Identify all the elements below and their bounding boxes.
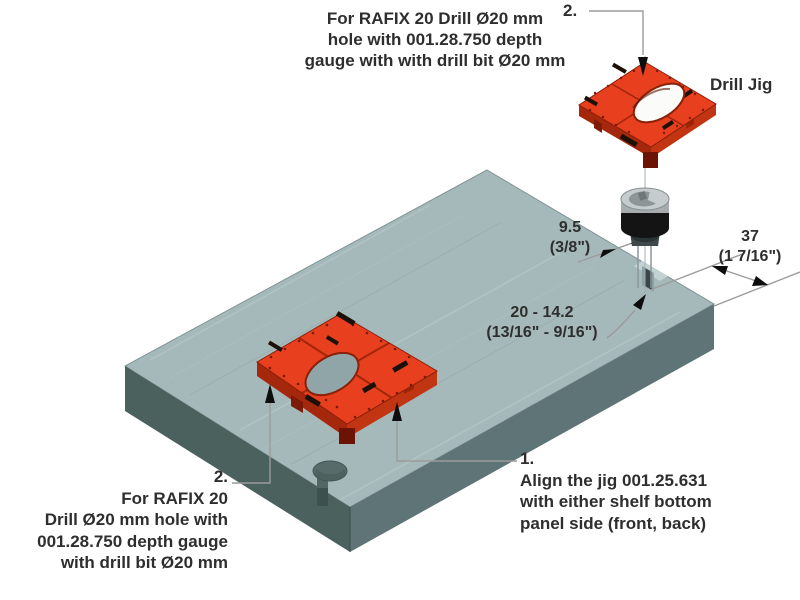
jig-foot	[339, 428, 355, 444]
step-number-top: 2.	[563, 1, 578, 20]
step2-line1: For RAFIX 20	[121, 488, 228, 508]
rafix-connector	[620, 187, 670, 288]
callout-line-step2-top	[589, 10, 644, 55]
step1-line2: with either shelf bottom	[520, 492, 712, 511]
dimension-depth-range-imperial: (13/16" - 9/16")	[486, 324, 598, 341]
step2-line2: Drill Ø20 mm hole with	[44, 510, 228, 529]
dimension-edge-offset: 9.5 (3/8")	[518, 218, 622, 258]
arrowhead-step2-bottom	[265, 384, 275, 403]
step2-number: 2.	[213, 467, 228, 486]
arrowhead-37-right	[752, 276, 768, 286]
jig-engravings	[267, 311, 409, 407]
step1-line1: Align the jig 001.25.631	[520, 470, 708, 490]
jig-border-dots	[588, 69, 705, 135]
callout-line-step2-bottom	[232, 400, 271, 484]
dimension-corner-distance-imperial: (1 7/16")	[718, 248, 782, 265]
step1-number: 1.	[520, 449, 535, 468]
arrowhead-9-5-left	[600, 249, 616, 258]
panel-keyhole	[312, 460, 348, 506]
arrowhead-depth-range	[633, 294, 646, 310]
dimension-corner-distance-metric: 37	[741, 228, 759, 245]
jig-border-dots	[268, 323, 427, 419]
drill-jig-on-panel	[256, 311, 438, 444]
arrowhead-37-left	[712, 266, 728, 275]
instruction-top-line1: For RAFIX 20 Drill Ø20 mm	[326, 9, 544, 28]
dimension-edge-offset-metric: 9.5	[558, 219, 582, 236]
step1-line3: panel side (front, back)	[520, 513, 707, 533]
instruction-top-note: For RAFIX 20 Drill Ø20 mm hole with 001.…	[278, 8, 592, 71]
instruction-step2: 2. For RAFIX 20 Drill Ø20 mm hole with 0…	[2, 466, 228, 574]
dimension-depth-range: 20 - 14.2 (13/16" - 9/16")	[447, 303, 637, 343]
jig-foot	[643, 152, 658, 168]
ext-line-37-b	[713, 271, 800, 307]
jig-drill-hole	[632, 82, 686, 124]
dimension-corner-distance: 37 (1 7/16")	[698, 227, 800, 267]
callout-line-step1	[396, 420, 517, 462]
step2-line3: 001.28.750 depth gauge	[37, 531, 228, 551]
ext-line-37-a	[649, 252, 746, 291]
drill-jig-floating	[578, 61, 717, 168]
instruction-top-line3: gauge with with drill bit Ø20 mm	[304, 51, 566, 70]
drill-jig-label: Drill Jig	[710, 75, 773, 94]
panel-front-left-face	[125, 366, 350, 552]
step2-line4: with drill bit Ø20 mm	[60, 553, 228, 572]
callout-line-depth-range	[606, 309, 636, 339]
dimension-depth-range-metric: 20 - 14.2	[510, 304, 574, 321]
jig-drill-hole	[304, 351, 360, 397]
arrowhead-step1	[392, 402, 402, 421]
panel-front-right-face	[350, 304, 714, 552]
instruction-top-line2: hole with 001.28.750 depth	[327, 30, 543, 49]
instruction-step1: 1. Align the jig 001.25.631 with either …	[520, 448, 712, 534]
dimension-edge-offset-imperial: (3/8")	[549, 239, 591, 256]
arrowhead-step2-top	[638, 57, 648, 76]
